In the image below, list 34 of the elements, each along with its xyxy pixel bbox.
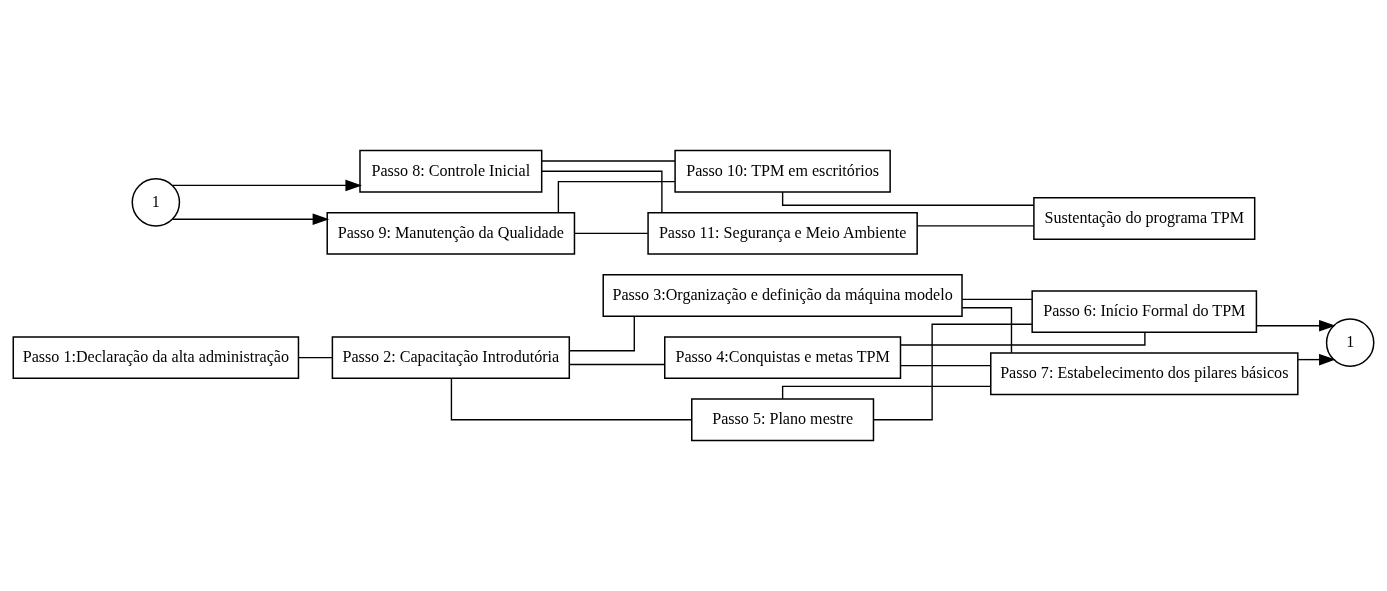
node-box: Passo 8: Controle Inicial bbox=[359, 149, 543, 193]
connector bbox=[297, 356, 333, 359]
connector bbox=[781, 385, 992, 400]
node-box: Passo 7: Estabelecimento dos pilares básicos bbox=[990, 352, 1299, 396]
node-box: Sustentação do programa TPM bbox=[1033, 197, 1256, 240]
connector bbox=[961, 307, 1013, 354]
connector bbox=[568, 315, 635, 352]
node-box: Passo 2: Capacitação Introdutória bbox=[331, 336, 571, 380]
connector bbox=[450, 377, 693, 421]
arrow bbox=[171, 213, 330, 226]
node-box: Passo 6: Início Formal do TPM bbox=[1031, 290, 1258, 334]
node-circle: 1 bbox=[1325, 318, 1375, 367]
node-box: Passo 1:Declaração da alta administração bbox=[12, 336, 300, 380]
connector bbox=[872, 323, 1033, 421]
arrow bbox=[1297, 353, 1336, 366]
node-circle: 1 bbox=[131, 178, 181, 227]
connector bbox=[916, 225, 1035, 227]
connector bbox=[541, 170, 663, 214]
node-box: Passo 5: Plano mestre bbox=[691, 398, 875, 442]
node-box: Passo 11: Segurança e Meio Ambiente bbox=[647, 211, 918, 255]
node-box: Passo 10: TPM em escritórios bbox=[674, 149, 891, 193]
node-box: Passo 3:Organização e definição da máquina modelo bbox=[602, 274, 963, 317]
connector bbox=[899, 364, 992, 367]
connector bbox=[569, 363, 666, 366]
connector bbox=[900, 331, 1146, 346]
connector bbox=[557, 180, 676, 214]
connector bbox=[781, 191, 1035, 206]
arrow bbox=[171, 179, 362, 192]
connector bbox=[574, 232, 649, 235]
node-box: Passo 9: Manutenção da Qualidade bbox=[326, 211, 576, 255]
node-box: Passo 4:Conquistas e metas TPM bbox=[664, 336, 902, 380]
arrow bbox=[1255, 319, 1336, 332]
connector bbox=[541, 160, 676, 162]
connector bbox=[961, 298, 1033, 300]
